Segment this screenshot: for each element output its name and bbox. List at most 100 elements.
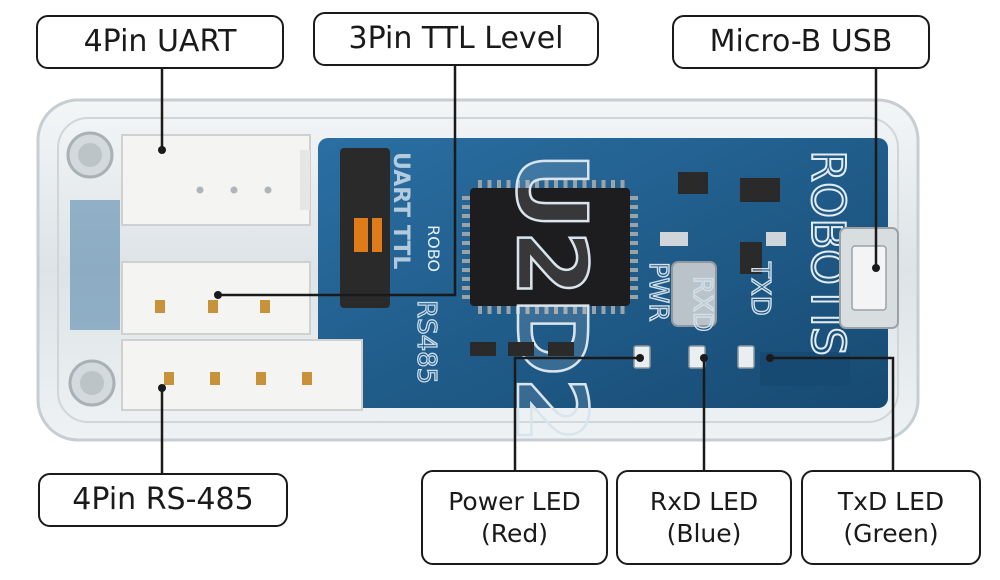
chip-pin bbox=[630, 286, 638, 290]
switch-label: UART TTL bbox=[388, 152, 413, 269]
chip-pin bbox=[462, 268, 470, 272]
chip-pin bbox=[630, 295, 638, 299]
leader-dot-rs485 bbox=[158, 384, 166, 392]
leader-dot-uart bbox=[158, 146, 166, 154]
chip-pin bbox=[462, 205, 470, 209]
chip-pin bbox=[497, 306, 501, 314]
chip-pin bbox=[620, 180, 625, 188]
chip-pin bbox=[630, 196, 638, 200]
chip-pin bbox=[506, 306, 511, 314]
chip-pin bbox=[630, 277, 638, 281]
component-d bbox=[740, 242, 762, 274]
chip-pin bbox=[630, 205, 638, 209]
component-b bbox=[740, 178, 780, 202]
txd-led bbox=[737, 345, 755, 369]
board-print-robo: ROBO bbox=[424, 225, 443, 272]
case-chip-label: U2D2 bbox=[495, 152, 607, 443]
label-txd-led-line2: (Green) bbox=[843, 518, 939, 548]
screw-hole-bottom bbox=[68, 359, 116, 407]
leader-dot-txd-led bbox=[766, 354, 774, 362]
chip-pin bbox=[611, 180, 615, 188]
chip-pin bbox=[592, 180, 596, 188]
leader-dot-rxd-led bbox=[700, 354, 708, 362]
component-a bbox=[678, 172, 708, 194]
label-micro-usb: Micro-B USB bbox=[672, 15, 930, 69]
chip-pin bbox=[478, 180, 482, 188]
leader-txd-led bbox=[770, 356, 895, 470]
chip-pin bbox=[497, 180, 501, 188]
label-rs485-4pin-text: 4Pin RS-485 bbox=[72, 481, 254, 517]
label-power-led: Power LED (Red) bbox=[421, 470, 608, 565]
label-micro-usb-text: Micro-B USB bbox=[709, 23, 893, 59]
chip-pin bbox=[630, 214, 638, 218]
leader-dot-usb bbox=[872, 264, 880, 272]
label-ttl-3pin: 3Pin TTL Level bbox=[313, 12, 599, 66]
txd-mark: TXD bbox=[745, 261, 775, 316]
pwr-mark: PWR bbox=[643, 262, 673, 321]
component-f bbox=[470, 342, 496, 356]
chip-pin bbox=[573, 180, 577, 188]
label-power-led-line1: Power LED bbox=[448, 487, 581, 517]
component-c bbox=[660, 232, 688, 246]
label-rxd-led-line1: RxD LED bbox=[649, 487, 759, 517]
chip-pin bbox=[535, 180, 539, 188]
chip-pin bbox=[462, 250, 470, 254]
label-power-led-line2: (Red) bbox=[480, 518, 548, 548]
chip-pin bbox=[462, 259, 470, 263]
chip-pin bbox=[592, 306, 596, 314]
chip-pin bbox=[525, 306, 530, 314]
chip-pin bbox=[563, 306, 568, 314]
chip-pin bbox=[462, 223, 470, 227]
rxd-mark: RXD bbox=[687, 276, 717, 332]
chip-pin bbox=[478, 306, 482, 314]
chip-pin bbox=[630, 223, 638, 227]
chip-pin bbox=[630, 232, 638, 236]
chip-pin bbox=[462, 214, 470, 218]
leader-ttl bbox=[218, 64, 457, 297]
chip-pin bbox=[620, 306, 625, 314]
board-print-rs485: RS485 bbox=[411, 300, 441, 384]
chip-pin bbox=[573, 306, 577, 314]
chip-pin bbox=[506, 180, 511, 188]
chip-pin bbox=[630, 268, 638, 272]
label-ttl-3pin-text: 3Pin TTL Level bbox=[348, 20, 564, 56]
micro-usb-port bbox=[839, 227, 899, 329]
chip-pin bbox=[487, 306, 492, 314]
chip-pin bbox=[582, 306, 587, 314]
label-txd-led-line1: TxD LED bbox=[837, 487, 945, 517]
connector-rs485 bbox=[121, 339, 363, 411]
chip-pin bbox=[630, 241, 638, 245]
label-rxd-led-line2: (Blue) bbox=[666, 518, 742, 548]
chip-pin bbox=[516, 180, 520, 188]
label-rs485-4pin: 4Pin RS-485 bbox=[38, 473, 288, 527]
component-h bbox=[548, 342, 574, 356]
chip-pin bbox=[630, 259, 638, 263]
label-uart-4pin-text: 4Pin UART bbox=[83, 23, 237, 59]
chip-pin bbox=[563, 180, 568, 188]
chip-pin bbox=[544, 180, 549, 188]
component-e bbox=[766, 232, 786, 246]
component-g bbox=[508, 342, 534, 356]
chip-pin bbox=[601, 306, 606, 314]
usb-bridge-chip bbox=[462, 180, 638, 314]
chip-pin bbox=[525, 180, 530, 188]
connector-uart bbox=[121, 134, 311, 226]
chip-pin bbox=[601, 180, 606, 188]
label-uart-4pin: 4Pin UART bbox=[36, 15, 284, 69]
screw-hole-top bbox=[66, 131, 114, 179]
chip-pin bbox=[630, 250, 638, 254]
crystal bbox=[671, 261, 717, 327]
pcb-left-edge bbox=[70, 200, 120, 330]
leader-dot-power-led bbox=[636, 354, 644, 362]
chip-pin bbox=[554, 180, 558, 188]
chip-pin bbox=[582, 180, 587, 188]
chip-pin bbox=[611, 306, 615, 314]
chip-pin bbox=[554, 306, 558, 314]
chip-pin bbox=[535, 306, 539, 314]
leader-dot-ttl bbox=[214, 291, 222, 299]
chip-pin bbox=[487, 180, 492, 188]
leader-power-led bbox=[513, 356, 640, 470]
chip-pin bbox=[544, 306, 549, 314]
